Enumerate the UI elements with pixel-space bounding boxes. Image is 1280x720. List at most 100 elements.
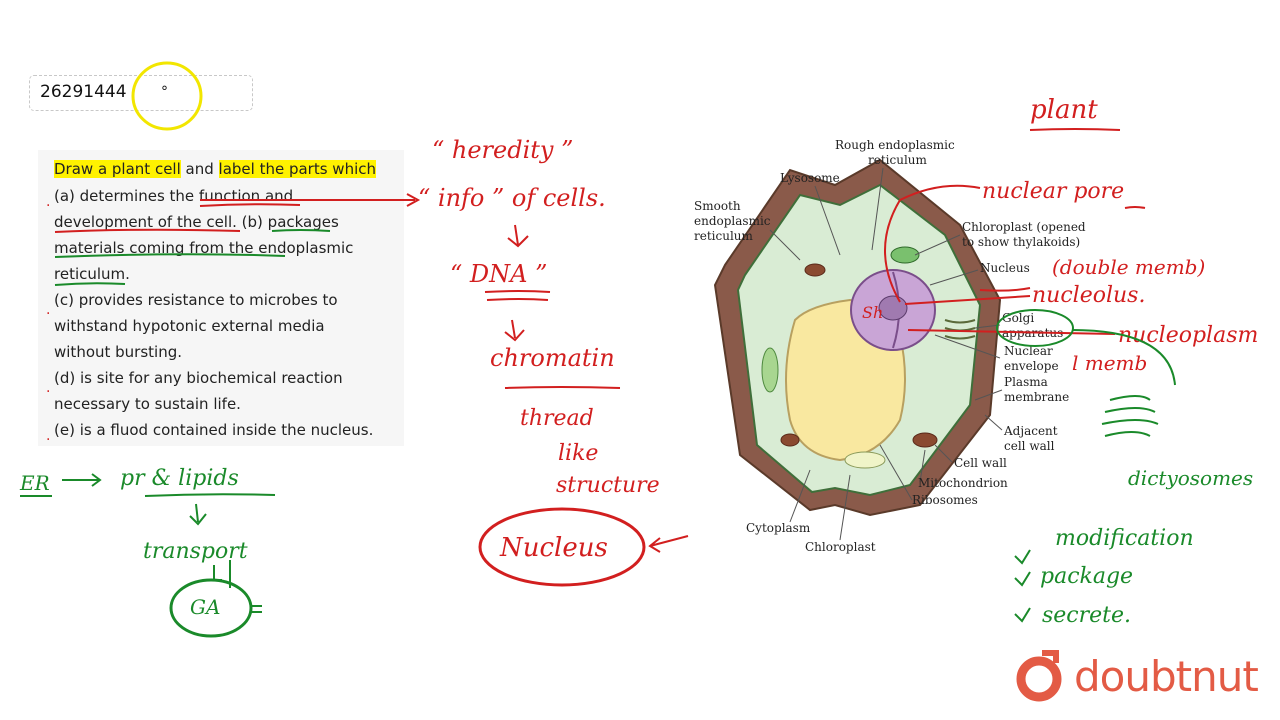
nucleus-scribble: Sh — [862, 303, 883, 322]
checkmark-icon — [1015, 608, 1030, 621]
note-package: package — [1040, 564, 1133, 589]
label-rough-er: Rough endoplasmic — [835, 138, 955, 152]
chloroplast-shape — [762, 348, 778, 392]
underline-pore — [1125, 207, 1145, 208]
question-id-dot: ° — [161, 84, 168, 100]
arrow-head-icon — [407, 194, 418, 206]
question-line-4: materials coming from the endoplasmic — [54, 239, 353, 257]
underline-chromatin — [505, 387, 620, 388]
nucleolus-shape — [879, 296, 907, 320]
note-structure: structure — [556, 473, 660, 498]
pointer-nuclear-pore — [885, 186, 980, 302]
label-plasma-1: Plasma — [1004, 375, 1048, 389]
label-smooth-er-2: endoplasmic — [694, 214, 771, 228]
label-adjacent-1: Adjacent — [1003, 424, 1058, 438]
label-nuclear-env-2: envelope — [1004, 359, 1059, 373]
mitochondrion-shape — [781, 434, 799, 446]
note-nucleoplasm: nucleoplasm — [1118, 323, 1258, 348]
chloroplast-shape — [891, 247, 919, 263]
question-line-5: reticulum. — [54, 265, 130, 283]
nuclear-envelope-line — [893, 272, 899, 348]
question-line-11: (e) is a fluod contained inside the nucl… — [54, 421, 373, 439]
doubtnut-logo: doubtnut — [1012, 646, 1258, 706]
pointer-nucleoplasm — [908, 330, 1115, 334]
note-nuclear-pore: nuclear pore — [982, 179, 1124, 204]
underline-nucleus-label — [980, 288, 1030, 291]
note-memb: l memb — [1072, 351, 1147, 375]
pointer-nucleolus — [905, 296, 1030, 304]
label-nucleus: Nucleus — [980, 261, 1030, 275]
arrow-down-icon — [505, 320, 524, 340]
note-modification: modification — [1055, 526, 1194, 551]
question-line-1: Draw a plant cell and label the parts wh… — [54, 160, 376, 178]
arrow-left-icon — [650, 536, 688, 552]
circle-nucleus — [480, 509, 644, 585]
note-heredity: “ heredity ” — [432, 136, 573, 164]
question-line-7: withstand hypotonic external media — [54, 317, 325, 335]
diagram-labels: Rough endoplasmic reticulum Lysosome Smo… — [694, 138, 1086, 554]
note-ga: GA — [190, 595, 220, 619]
question-line-3: development of the cell. (b) packages — [54, 213, 339, 231]
checkmark-icon — [1015, 550, 1030, 563]
note-pr-lipids: pr & lipids — [120, 466, 239, 491]
note-nucleolus: nucleolus. — [1032, 283, 1145, 308]
note-dictyosomes: dictyosomes — [1128, 466, 1253, 490]
pointer-golgi — [1072, 330, 1175, 385]
label-smooth-er-1: Smooth — [694, 199, 741, 213]
label-cytoplasm: Cytoplasm — [746, 521, 811, 535]
note-double-memb: (double memb) — [1052, 255, 1205, 279]
label-chloroplast-opened-2: to show thylakoids) — [962, 235, 1080, 249]
note-info: “ info ” of cells. — [418, 184, 606, 212]
note-transport: transport — [143, 539, 248, 564]
note-thread: thread — [520, 406, 594, 431]
label-leaders — [770, 168, 1002, 540]
golgi-shape — [945, 320, 975, 339]
question-id-box: 26291444 ° — [29, 75, 253, 111]
label-adjacent-2: cell wall — [1004, 439, 1055, 453]
label-mitochondrion: Mitochondrion — [918, 476, 1008, 490]
cytoplasm-area — [738, 185, 980, 495]
label-golgi-1: Golgi — [1002, 311, 1034, 325]
label-smooth-er-3: reticulum — [694, 229, 754, 243]
question-line-6: (c) provides resistance to microbes to — [54, 291, 338, 309]
vacuole — [786, 300, 905, 460]
label-golgi-2: apparatus — [1002, 326, 1063, 340]
equals-mark — [250, 606, 262, 612]
note-like: like — [558, 441, 598, 466]
circle-ga — [171, 580, 251, 636]
label-chloroplast-opened-1: Chloroplast (opened — [962, 220, 1086, 234]
cell-wall — [715, 160, 1000, 515]
note-secrete: secrete. — [1042, 603, 1131, 628]
arrow-down-icon — [190, 504, 206, 524]
underline-dna — [485, 291, 550, 300]
chloroplast-shape — [845, 452, 885, 468]
highlight-draw: Draw a plant cell — [54, 160, 181, 178]
note-chromatin: chromatin — [490, 344, 615, 372]
checkmark-icon — [1015, 572, 1030, 585]
dictyosome-sketch — [1102, 396, 1158, 436]
connector-line — [214, 560, 230, 588]
underline-plant — [1030, 129, 1120, 130]
note-plant: plant — [1030, 95, 1098, 125]
mitochondrion-shape — [805, 264, 825, 276]
nucleus-shape — [851, 270, 935, 350]
q-text: and — [181, 160, 219, 178]
label-ribosomes: Ribosomes — [912, 493, 978, 507]
note-er: ER — [19, 471, 50, 495]
arrow-right-icon — [62, 474, 100, 486]
label-chloroplast: Chloroplast — [805, 540, 876, 554]
question-line-10: necessary to sustain life. — [54, 395, 241, 413]
label-lysosome: Lysosome — [780, 171, 840, 185]
highlight-label: label the parts which — [219, 160, 376, 178]
question-line-8: without bursting. — [54, 343, 182, 361]
question-panel: Draw a plant cell and label the parts wh… — [38, 150, 404, 446]
plant-cell-diagram — [715, 160, 1000, 515]
note-dna: “ DNA ” — [450, 260, 547, 288]
label-plasma-2: membrane — [1004, 390, 1069, 404]
underline-lipids — [145, 494, 275, 496]
label-cell-wall: Cell wall — [954, 456, 1007, 470]
arrow-down-icon — [508, 225, 528, 246]
doubtnut-logo-icon — [1012, 649, 1066, 703]
question-line-9: (d) is site for any biochemical reaction — [54, 369, 343, 387]
note-nucleus: Nucleus — [499, 533, 608, 563]
